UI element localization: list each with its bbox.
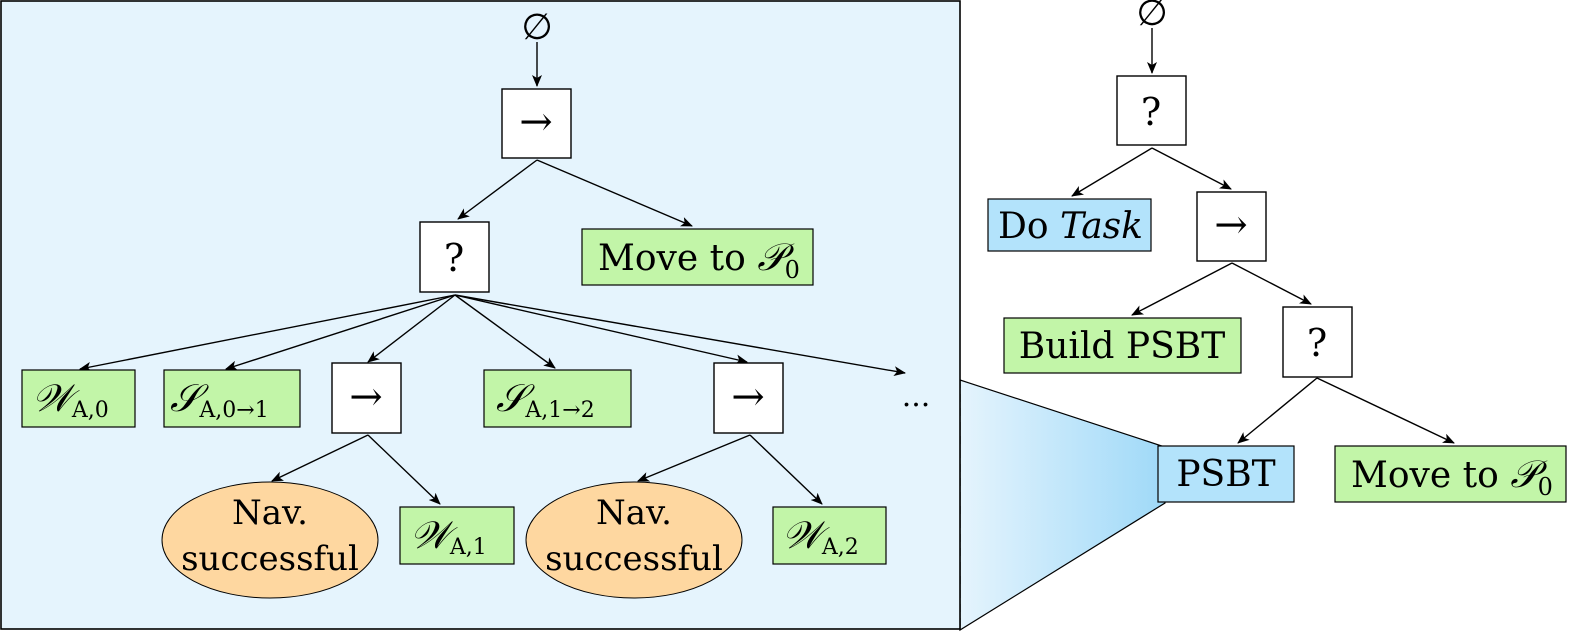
svg-text:Nav.: Nav. (232, 493, 308, 533)
right-root-empty: ∅ (1136, 0, 1167, 34)
svg-text:∅: ∅ (521, 7, 552, 48)
svg-text:?: ? (1141, 90, 1161, 134)
right-fallback-node-2: ? (1282, 306, 1353, 378)
left-sequence-node: → (501, 88, 572, 159)
svg-text:successful: successful (545, 539, 723, 579)
right-build-psbt-action: Build PSBT (1003, 317, 1242, 374)
left-w-a1-action: 𝒲A,1 (399, 506, 515, 565)
svg-text:?: ? (444, 236, 464, 280)
left-root-empty: ∅ (521, 7, 552, 48)
svg-text:Move to 𝒫0: Move to 𝒫0 (1351, 452, 1553, 501)
svg-text:→: → (519, 99, 553, 145)
svg-text:Build PSBT: Build PSBT (1019, 326, 1226, 367)
svg-text:?: ? (1307, 321, 1327, 365)
left-s-a01-action: 𝒮A,0→1 (163, 369, 301, 428)
svg-text:→: → (731, 374, 765, 420)
right-fallback-node: ? (1116, 75, 1187, 146)
svg-text:Do Task: Do Task (998, 206, 1143, 247)
svg-text:→: → (1214, 202, 1248, 248)
left-w-a0-action: 𝒲A,0 (21, 369, 136, 428)
left-w-a2-action: 𝒲A,2 (772, 506, 887, 565)
svg-text:Move to 𝒫0: Move to 𝒫0 (598, 235, 800, 284)
svg-text:Nav.: Nav. (596, 493, 672, 533)
right-sequence-node: → (1196, 191, 1267, 262)
left-ellipsis: ... (902, 379, 931, 414)
left-move-to-p0-action: Move to 𝒫0 (581, 228, 814, 286)
right-do-task-action: Do Task (987, 198, 1152, 252)
svg-text:∅: ∅ (1136, 0, 1167, 34)
right-move-to-p0-action: Move to 𝒫0 (1334, 445, 1567, 503)
left-s-a12-action: 𝒮A,1→2 (483, 369, 632, 428)
svg-text:𝒲A,1: 𝒲A,1 (410, 513, 487, 560)
svg-text:𝒮A,0→1: 𝒮A,0→1 (170, 376, 269, 423)
svg-text:successful: successful (181, 539, 359, 579)
zoom-projection (959, 379, 1166, 632)
right-psbt-action: PSBT (1157, 445, 1295, 503)
svg-text:...: ... (902, 379, 931, 414)
svg-text:PSBT: PSBT (1176, 454, 1275, 495)
left-sequence-node-2: → (713, 362, 784, 434)
svg-text:→: → (349, 374, 383, 420)
left-nav-successful-condition-1: Nav. successful (161, 481, 379, 599)
left-sequence-node-1: → (331, 362, 402, 434)
left-fallback-node: ? (419, 221, 490, 293)
left-nav-successful-condition-2: Nav. successful (525, 481, 743, 599)
